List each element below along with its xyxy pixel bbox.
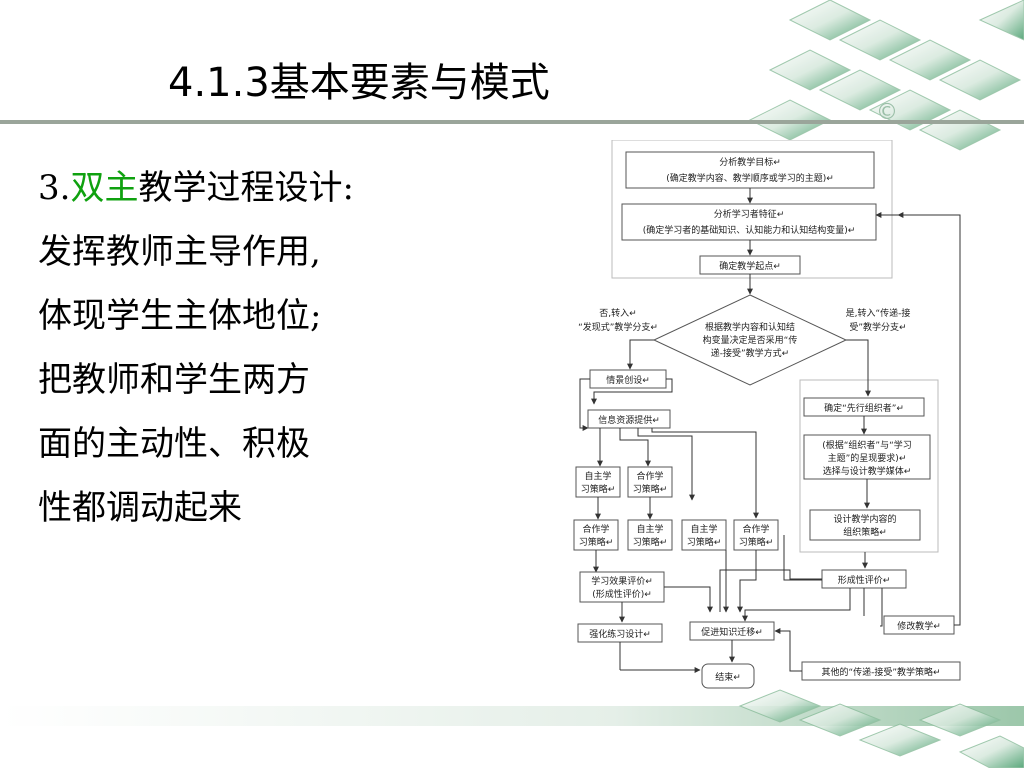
- flow-label-no-line2: “发现式”教学分支↵: [578, 321, 658, 333]
- reception-branch-frame: [799, 379, 939, 553]
- flow-node-self-strategy-b-line2: 习策略↵: [633, 536, 668, 548]
- flow-node-learning-evaluation-line2: (形成性评价)↵: [592, 588, 652, 600]
- flow-node-end: [701, 663, 755, 689]
- flow-node-coop-strategy-b-line1: 合作学: [582, 523, 609, 535]
- copyright-mark: ©: [876, 100, 898, 125]
- flow-label-yes-line1: 是,转入“传递-接: [846, 307, 911, 319]
- flow-node-coop-strategy-a-line2: 习策略↵: [633, 483, 668, 495]
- flow-node-self-strategy-b: [627, 519, 673, 551]
- flow-node-other-strategies-label: 其他的“传递-接受”教学策略↵: [821, 666, 940, 678]
- flow-node-revise-teaching-label: 修改教学↵: [897, 620, 941, 632]
- flow-label-no-line1: 否,转入↵: [599, 307, 636, 319]
- flow-node-starting-point-label: 确定教学起点↵: [719, 260, 781, 272]
- flow-node-coop-strategy-a-line1: 合作学: [636, 470, 663, 482]
- flow-node-formative-eval-label: 形成性评价↵: [838, 574, 891, 586]
- flow-node-coop-strategy-c-line2: 习策略↵: [739, 536, 774, 548]
- flow-node-coop-strategy-a: [627, 466, 673, 498]
- flow-node-self-strategy-a-line2: 习策略↵: [581, 483, 616, 495]
- flow-node-info-resources: [587, 409, 671, 429]
- slide-title: 4.1.3基本要素与模式: [168, 60, 550, 106]
- flow-node-coop-strategy-c-line1: 合作学: [742, 523, 769, 535]
- item-heading-rest: 教学过程设计:: [138, 168, 354, 208]
- flow-node-info-resources-label: 信息资源提供↵: [598, 414, 660, 426]
- flow-decision-line3: 递-接受”教学方式↵: [711, 347, 789, 359]
- flow-node-end-label: 结束↵: [715, 671, 741, 683]
- flow-node-coop-strategy-b-line2: 习策略↵: [579, 536, 614, 548]
- flow-node-analyze-learners: [621, 203, 877, 241]
- body-line-5: 面的主动性、积极: [38, 424, 310, 464]
- teaching-process-flowchart: 分析教学目标↵ (确定教学内容、教学顺序或学习的主题)↵ 分析学习者特征↵ (确…: [573, 140, 961, 689]
- flow-node-content-design-line1: 设计教学内容的: [833, 513, 896, 525]
- flow-node-analyze-goals-line2: (确定教学内容、教学顺序或学习的主题)↵: [666, 172, 834, 184]
- flow-node-content-design: [809, 509, 921, 541]
- highlight-text: 双主: [70, 168, 139, 208]
- flow-node-learning-evaluation: [579, 571, 665, 603]
- body-line-1: 3.双主教学过程设计:: [38, 156, 354, 220]
- flow-node-analyze-goals-line1: 分析教学目标↵: [719, 156, 781, 168]
- body-line-2: 发挥教师主导作用,: [38, 232, 321, 272]
- flow-node-knowledge-transfer-label: 促进知识迁移↵: [701, 626, 763, 638]
- body-line-4: 把教师和学生两方: [38, 360, 310, 400]
- flow-node-self-strategy-c-line2: 习策略↵: [687, 536, 722, 548]
- body-line-6: 性都调动起来: [38, 488, 242, 528]
- flow-label-yes-line2: 受”教学分支↵: [849, 321, 906, 333]
- flow-node-self-strategy-c-line1: 自主学: [690, 523, 717, 535]
- item-number: 3.: [38, 168, 71, 208]
- flow-decision-method: [652, 294, 848, 386]
- flow-node-situation-label: 情景创设↵: [606, 374, 650, 386]
- flow-node-media-design-line1: (根据“组织者”与“学习: [822, 439, 912, 451]
- flow-decision-line2: 构变量决定是否采用“传: [703, 334, 798, 346]
- body-text: 3.双主教学过程设计: 发挥教师主导作用, 体现学生主体地位; 把教师和学生两方…: [38, 156, 354, 540]
- flow-node-self-strategy-a-line1: 自主学: [584, 470, 611, 482]
- body-line-3: 体现学生主体地位;: [38, 296, 322, 336]
- flow-node-coop-strategy-b: [573, 519, 619, 551]
- flow-node-media-design: [803, 434, 931, 480]
- flow-node-practice-design-label: 强化练习设计↵: [589, 628, 651, 640]
- flow-node-advance-organizer-label: 确定“先行组织者”↵: [824, 402, 904, 414]
- flow-node-learning-evaluation-line1: 学习效果评价↵: [591, 575, 653, 587]
- flow-node-content-design-line2: 组织策略↵: [843, 526, 887, 538]
- flow-node-analyze-learners-line1: 分析学习者特征↵: [714, 208, 785, 220]
- analysis-group-frame: [611, 140, 893, 279]
- flow-node-self-strategy-c: [681, 519, 727, 551]
- flow-node-analyze-learners-line2: (确定学习者的基础知识、认知能力和认知结构变量)↵: [643, 224, 856, 236]
- flow-decision-line1: 根据教学内容和认知结: [705, 321, 795, 333]
- flow-node-self-strategy-b-line1: 自主学: [636, 523, 663, 535]
- flow-node-media-design-line3: 选择与设计教学媒体↵: [823, 465, 912, 477]
- flow-node-media-design-line2: 主题”的呈现要求)↵: [828, 452, 907, 464]
